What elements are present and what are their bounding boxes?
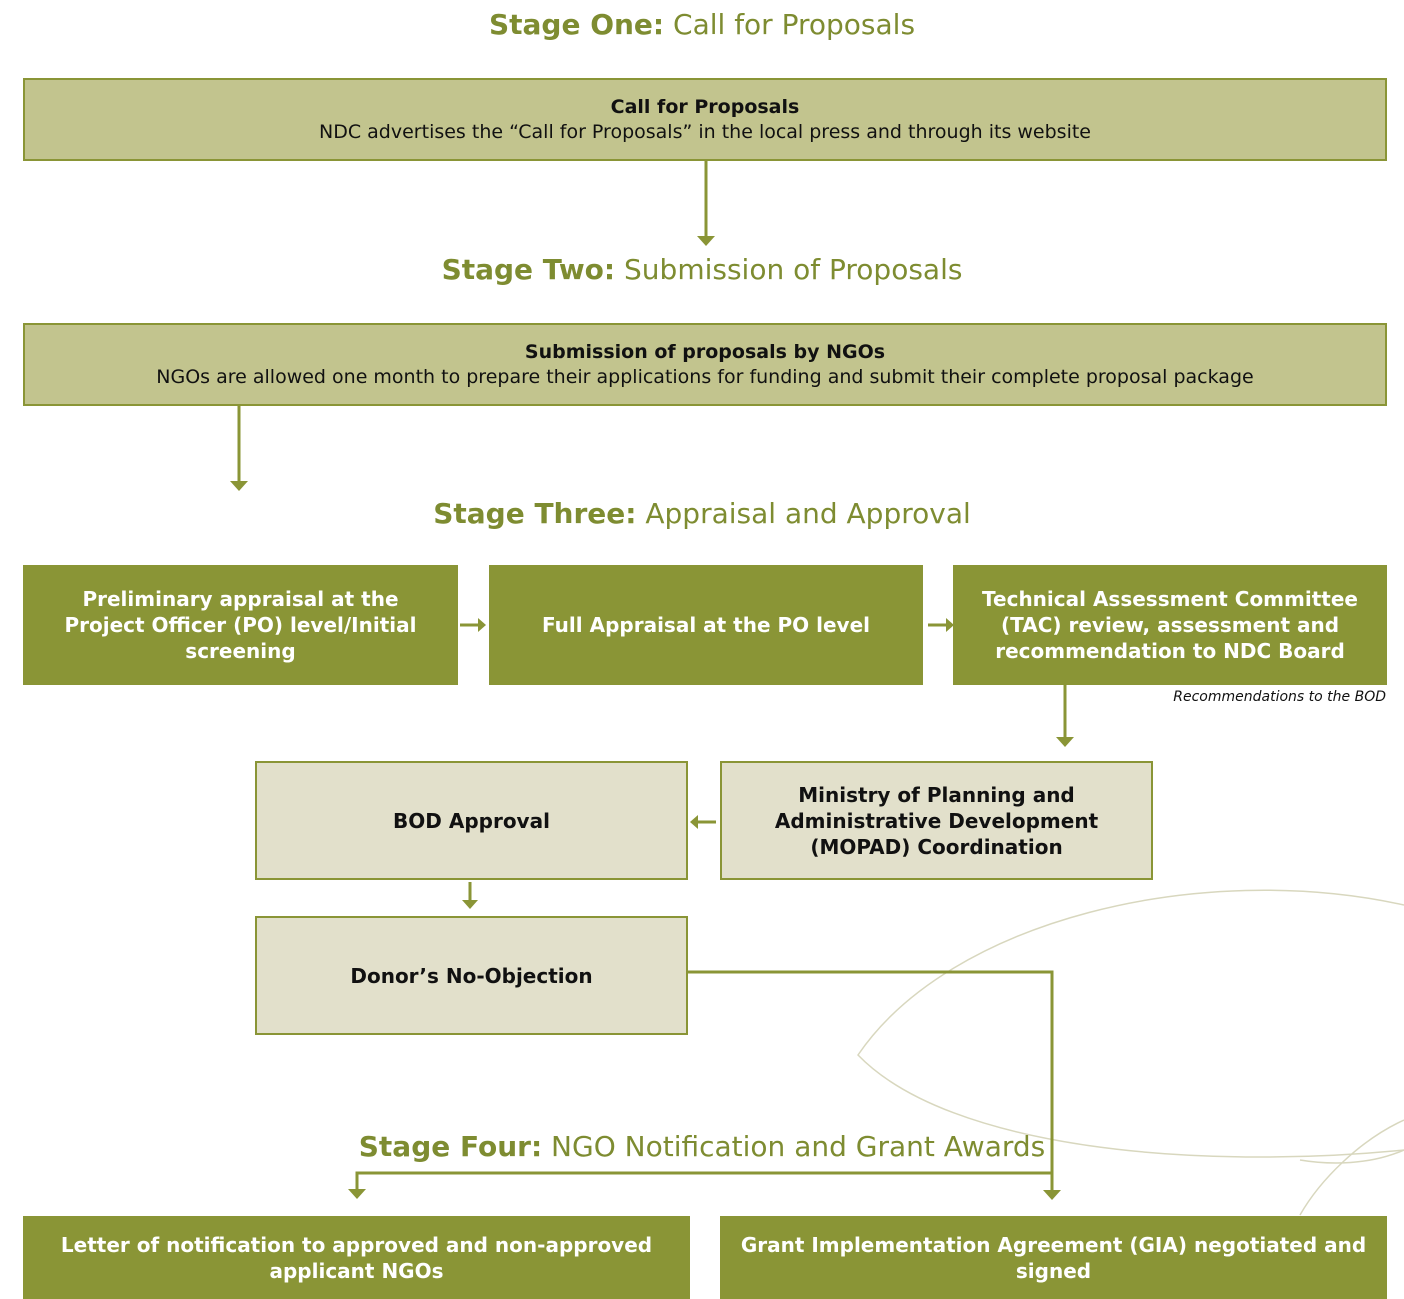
background-swoosh xyxy=(857,889,1404,1216)
mopad-coordination-text: Ministry of Planning and Administrative … xyxy=(774,782,1099,859)
arrow-to-letter xyxy=(355,1171,1052,1189)
gia-text: Grant Implementation Agreement (GIA) neg… xyxy=(740,1232,1367,1283)
letter-of-notification-box: Letter of notification to approved and n… xyxy=(23,1216,690,1299)
donor-no-objection-text: Donor’s No-Objection xyxy=(350,963,593,988)
mopad-coordination-box: Ministry of Planning and Administrative … xyxy=(720,761,1153,880)
preliminary-appraisal-box: Preliminary appraisal at the Project Off… xyxy=(23,565,458,685)
stage-one-heading: Stage One: Call for Proposals xyxy=(488,8,916,41)
call-for-proposals-title: Call for Proposals xyxy=(610,95,800,118)
letter-of-notification-text: Letter of notification to approved and n… xyxy=(60,1232,653,1283)
full-appraisal-text: Full Appraisal at the PO level xyxy=(542,613,870,637)
tac-review-text: Technical Assessment Committee (TAC) rev… xyxy=(982,587,1358,663)
stage-three-heading: Stage Three: Appraisal and Approval xyxy=(433,497,971,530)
gia-box: Grant Implementation Agreement (GIA) neg… xyxy=(720,1216,1387,1299)
donor-no-objection-box: Donor’s No-Objection xyxy=(255,916,688,1035)
bod-approval-text: BOD Approval xyxy=(393,808,550,833)
stage-two-heading: Stage Two: Submission of Proposals xyxy=(441,253,963,286)
recommendations-note: Recommendations to the BOD xyxy=(1173,689,1386,705)
call-for-proposals-text: NDC advertises the “Call for Proposals” … xyxy=(319,120,1091,143)
submission-title: Submission of proposals by NGOs xyxy=(524,340,886,363)
preliminary-appraisal-text: Preliminary appraisal at the Project Off… xyxy=(64,587,417,663)
submission-text: NGOs are allowed one month to prepare th… xyxy=(156,365,1254,388)
full-appraisal-box: Full Appraisal at the PO level xyxy=(489,565,923,685)
submission-box: Submission of proposals by NGOs NGOs are… xyxy=(23,323,1387,406)
arrow-donor-to-gia xyxy=(686,970,1054,1190)
stage-four-heading: Stage Four: NGO Notification and Grant A… xyxy=(358,1130,1046,1163)
call-for-proposals-box: Call for Proposals NDC advertises the “C… xyxy=(23,78,1387,161)
bod-approval-box: BOD Approval xyxy=(255,761,688,880)
tac-review-box: Technical Assessment Committee (TAC) rev… xyxy=(953,565,1387,685)
